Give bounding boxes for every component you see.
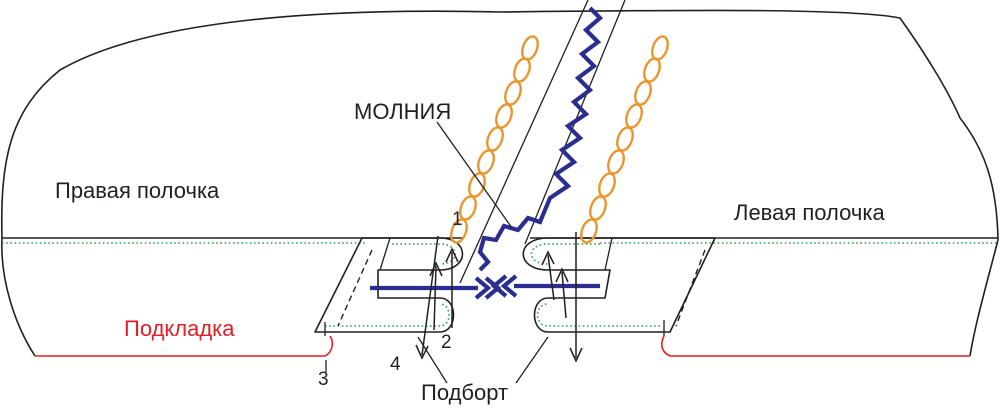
stitch-arrows-right	[541, 232, 583, 363]
label-left-front: Левая полочка	[734, 200, 885, 225]
label-number-1: 1	[452, 209, 463, 230]
lining-left-edge	[1, 237, 36, 357]
label-number-4: 4	[390, 354, 401, 375]
facing-leader-right	[515, 336, 549, 384]
lining-hem-left	[35, 335, 334, 357]
zipper-tape-edge-left	[459, 0, 589, 284]
lining-right-edge	[969, 239, 999, 357]
zipper-tape-blue	[370, 274, 600, 300]
zipper-teeth	[477, 6, 604, 272]
lining-hem-right	[660, 335, 970, 357]
chain-stitch-right	[580, 35, 669, 244]
right-facing-fold	[314, 237, 464, 333]
label-number-3: 3	[318, 369, 329, 390]
label-lining: Подкладка	[124, 316, 235, 341]
garment-top-outline	[0, 9, 999, 241]
label-right-front: Правая полочка	[55, 178, 220, 203]
label-facing: Подборт	[421, 380, 508, 405]
stitch-arrows-left	[415, 235, 459, 360]
facing-leader-left	[417, 336, 448, 384]
zipper-leader-line	[436, 121, 513, 229]
label-zipper: МОЛНИЯ	[354, 99, 451, 124]
label-number-2: 2	[441, 332, 452, 353]
